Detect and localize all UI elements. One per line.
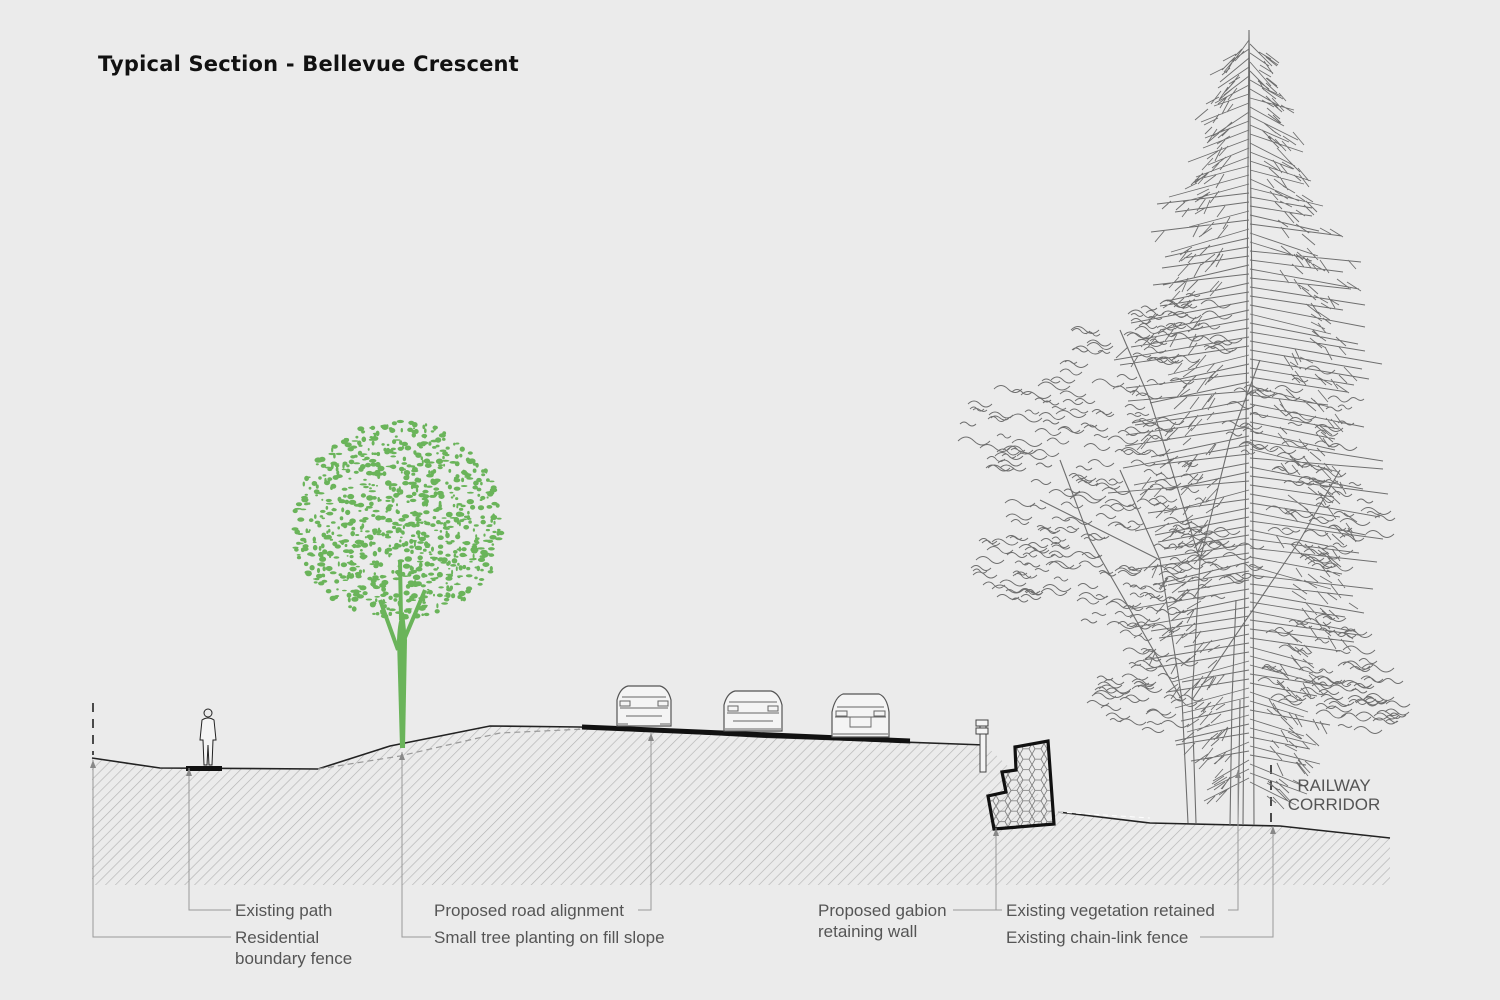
leader-arrows [90,733,1276,836]
label-gabion-2: retaining wall [818,922,917,941]
person-icon [199,708,217,766]
leader-lines [92,733,1274,938]
label-railway-2: CORRIDOR [1288,795,1381,814]
ground-section [92,726,1390,885]
car-icon [831,693,890,738]
proposed-road [581,724,911,744]
existing-grade-line [317,728,586,770]
label-chainlink: Existing chain-link fence [1006,928,1188,947]
label-vegetation: Existing vegetation retained [1006,901,1215,920]
label-residential-fence-1: Residential [235,928,319,947]
existing-path [186,766,222,771]
existing-vegetation [957,29,1411,826]
car-icon [723,690,783,732]
page-title: Typical Section - Bellevue Crescent [98,52,519,76]
label-railway-1: RAILWAY [1297,776,1370,795]
gabion-wall [986,739,1056,831]
car-icon [616,685,672,727]
label-residential-fence-2: boundary fence [235,949,352,968]
label-existing-path: Existing path [235,901,332,920]
label-proposed-road: Proposed road alignment [434,901,624,920]
label-gabion-1: Proposed gabion [818,901,947,920]
guardrail-post [975,719,989,773]
proposed-tree [291,419,505,748]
label-small-tree: Small tree planting on fill slope [434,928,665,947]
